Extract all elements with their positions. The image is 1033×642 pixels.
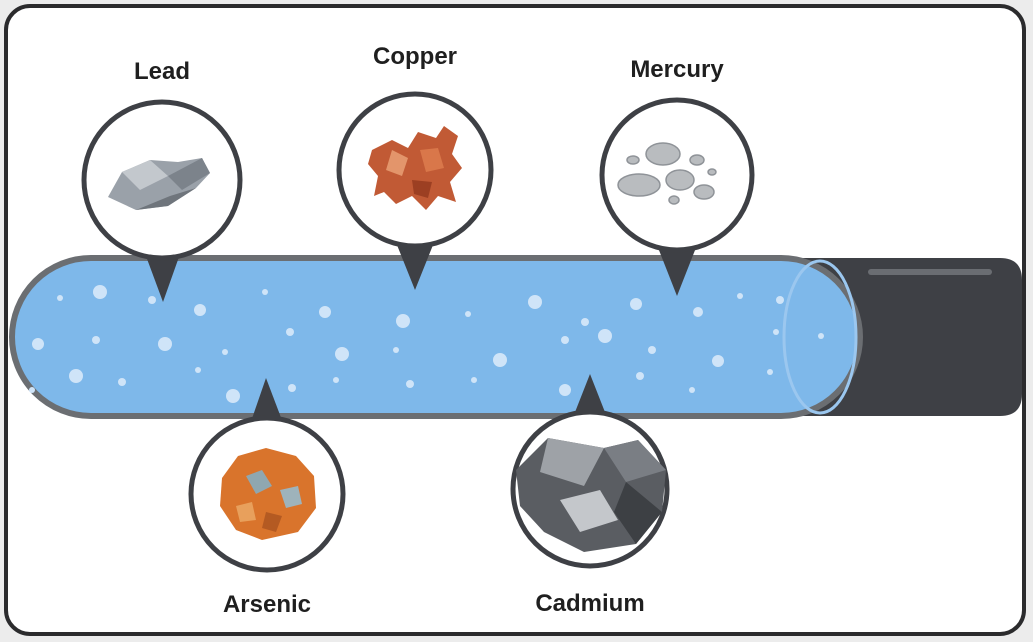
water-column (12, 258, 860, 416)
water-bubble (148, 296, 156, 304)
water-bubble (393, 347, 399, 353)
cadmium-label: Cadmium (490, 590, 690, 618)
water-bubble (32, 338, 44, 350)
water-bubble (636, 372, 644, 380)
water-bubble (630, 298, 642, 310)
water-bubble (712, 355, 724, 367)
water-bubble (29, 387, 35, 393)
water-bubble (648, 346, 656, 354)
water-bubble (69, 369, 83, 383)
water-bubble (528, 295, 542, 309)
water-bubble (194, 304, 206, 316)
water-bubble (92, 336, 100, 344)
water-bubble (773, 329, 779, 335)
water-bubble (57, 295, 63, 301)
water-bubble (776, 296, 784, 304)
water-bubble (471, 377, 477, 383)
water-bubble (288, 384, 296, 392)
mercury-label: Mercury (577, 56, 777, 84)
lead-label: Lead (62, 58, 262, 86)
water-bubble (286, 328, 294, 336)
water-bubble (818, 333, 824, 339)
water-bubble (493, 353, 507, 367)
water-bubble (222, 349, 228, 355)
water-bubble (333, 377, 339, 383)
water-bubble (689, 387, 695, 393)
arsenic-label: Arsenic (167, 591, 367, 619)
water-bubble (335, 347, 349, 361)
water-bubble (262, 289, 268, 295)
water-bubble (465, 311, 471, 317)
water-bubble (158, 337, 172, 351)
water-bubble (581, 318, 589, 326)
water-bubble (767, 369, 773, 375)
copper-label: Copper (315, 43, 515, 71)
pipe-highlight (868, 269, 992, 275)
water-bubble (93, 285, 107, 299)
water-bubble (737, 293, 743, 299)
water-bubble (598, 329, 612, 343)
water-bubble (396, 314, 410, 328)
water-bubble (406, 380, 414, 388)
water-bubble (693, 307, 703, 317)
water-bubble (226, 389, 240, 403)
water-bubble (118, 378, 126, 386)
water-bubble (559, 384, 571, 396)
water-bubble (561, 336, 569, 344)
water-bubble (319, 306, 331, 318)
water-bubble (195, 367, 201, 373)
